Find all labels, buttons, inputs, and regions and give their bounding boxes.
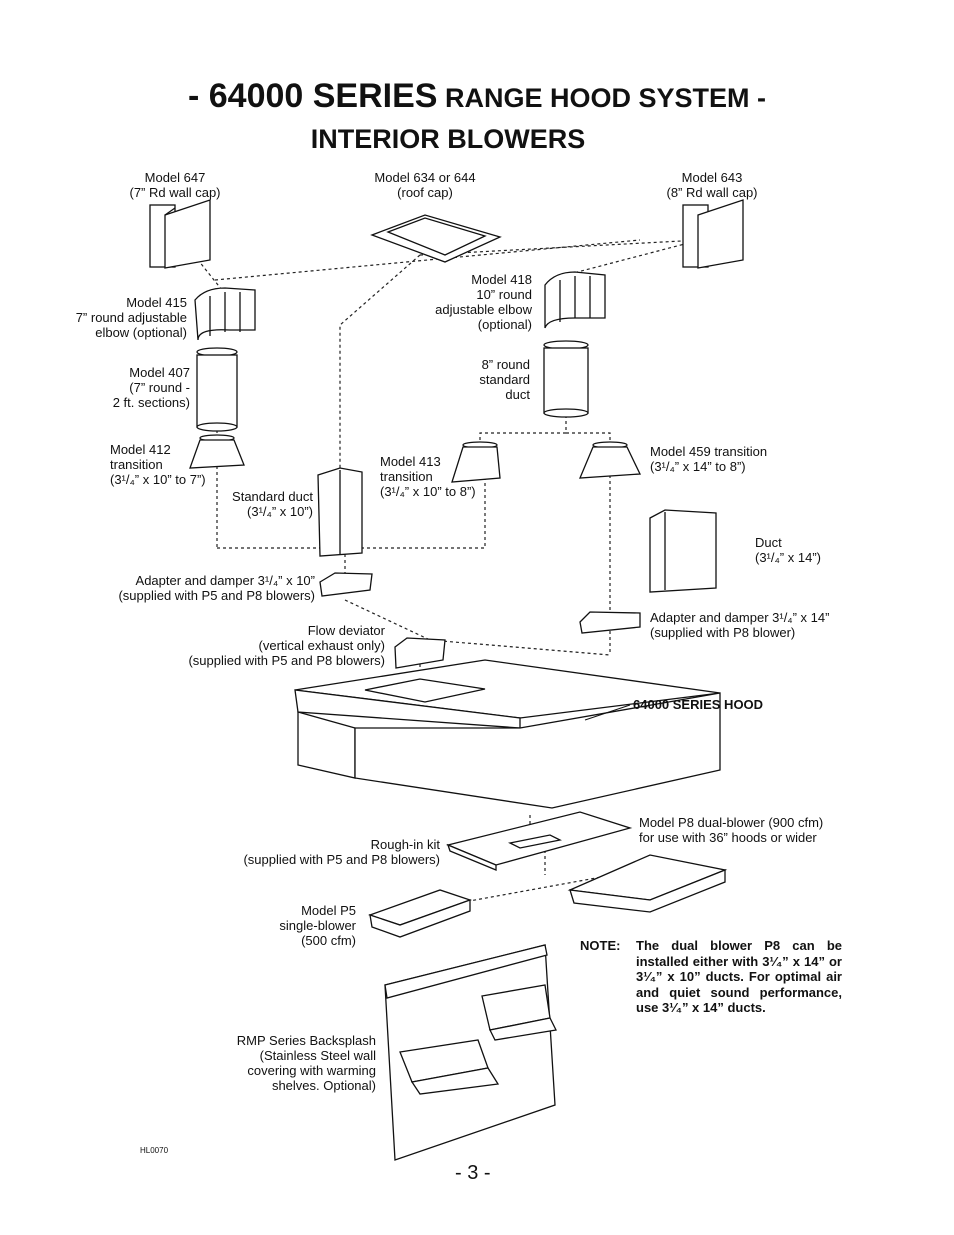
label-duct-14: Duct (3¹/₄” x 14”) <box>755 535 821 565</box>
label-hood: 64000 SERIES HOOD <box>633 697 764 712</box>
note-heading: NOTE: <box>580 938 621 953</box>
elbow-418 <box>544 271 606 329</box>
label-model-647: Model 647 (7” Rd wall cap) <box>129 170 221 200</box>
label-adapter-14: Adapter and damper 3¹/₄” x 14” (supplied… <box>650 610 830 640</box>
label-model-415: Model 415 7” round adjustable elbow (opt… <box>75 295 187 340</box>
transition-413 <box>451 441 501 483</box>
adapter-damper-14 <box>579 611 641 634</box>
roof-cap-634 <box>370 214 502 263</box>
wall-cap-643 <box>682 199 744 269</box>
label-round-duct-8: 8” round standard duct <box>479 357 530 402</box>
label-rough-in-kit: Rough-in kit (supplied with P5 and P8 bl… <box>243 837 440 867</box>
label-model-413: Model 413 transition (3¹/₄” x 10” to 8”) <box>380 454 476 499</box>
label-model-643: Model 643 (8” Rd wall cap) <box>666 170 758 200</box>
duct-14 <box>649 509 717 593</box>
blower-p8 <box>567 854 728 913</box>
rough-in-kit <box>445 811 633 871</box>
round-duct-407 <box>196 347 238 432</box>
label-standard-duct: Standard duct (3¹/₄” x 10”) <box>232 489 313 519</box>
round-duct-8in <box>543 340 589 418</box>
page-title: - 64000 SERIES RANGE HOOD SYSTEM - <box>187 77 766 115</box>
figure-code: HL0070 <box>140 1146 169 1155</box>
elbow-415 <box>194 287 256 341</box>
label-model-412: Model 412 transition (3¹/₄” x 10” to 7”) <box>110 442 206 487</box>
adapter-damper-10 <box>319 572 373 597</box>
label-model-407: Model 407 (7” round - 2 ft. sections) <box>112 365 190 410</box>
blower-p5 <box>368 889 472 938</box>
page-subtitle: INTERIOR BLOWERS <box>310 124 586 154</box>
rmp-backsplash <box>384 944 557 1161</box>
note-block: NOTE: The dual blower P8 can be installe… <box>580 938 842 1016</box>
wall-cap-647 <box>149 199 211 269</box>
label-adapter-10: Adapter and damper 3¹/₄” x 10” (supplied… <box>118 573 315 603</box>
label-model-p5: Model P5 single-blower (500 cfm) <box>279 903 356 948</box>
transition-459 <box>578 441 642 479</box>
label-model-p8: Model P8 dual-blower (900 cfm) for use w… <box>639 815 824 845</box>
flow-deviator <box>394 637 446 669</box>
standard-duct-10 <box>317 467 363 557</box>
label-rmp-backsplash: RMP Series Backsplash (Stainless Steel w… <box>236 1033 376 1093</box>
label-model-634: Model 634 or 644 (roof cap) <box>374 170 476 200</box>
label-model-418: Model 418 10” round adjustable elbow (op… <box>435 272 532 332</box>
range-hood <box>294 659 721 809</box>
label-flow-deviator: Flow deviator (vertical exhaust only) (s… <box>188 623 385 668</box>
page-number: - 3 - <box>455 1162 491 1184</box>
note-body: The dual blower P8 can be installed eith… <box>636 938 842 1015</box>
label-model-459: Model 459 transition (3¹/₄” x 14” to 8”) <box>650 444 768 474</box>
transition-412 <box>189 434 245 469</box>
